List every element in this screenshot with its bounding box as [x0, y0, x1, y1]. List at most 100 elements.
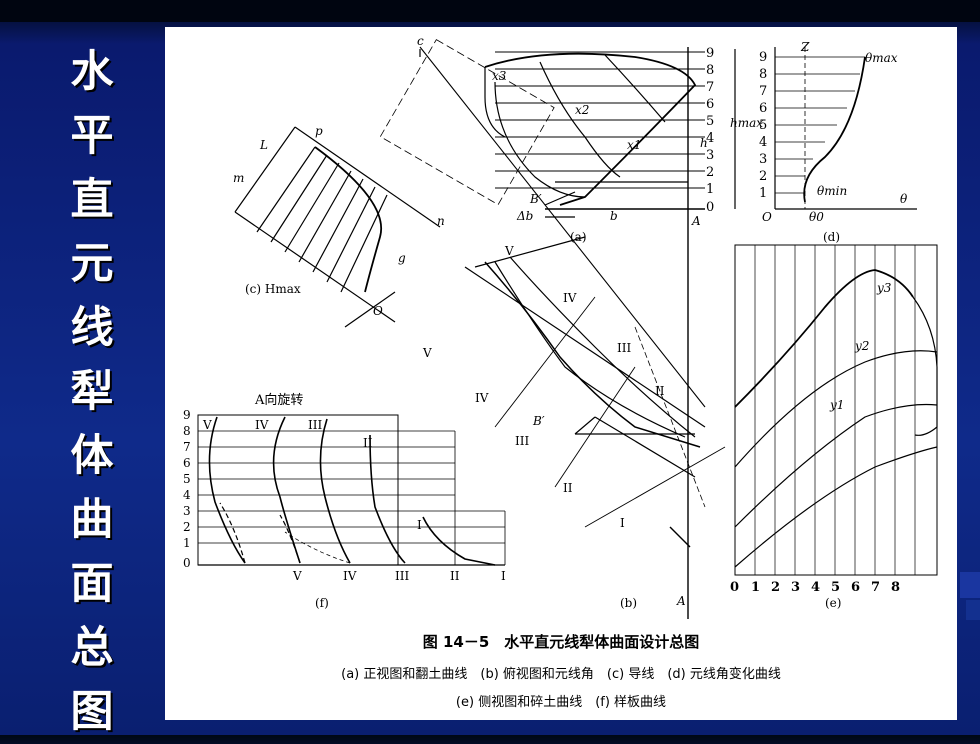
title-char: 面	[70, 559, 114, 609]
level-label: 5	[706, 114, 714, 129]
level-label: 2	[183, 520, 191, 534]
axis-tick: 7	[871, 580, 880, 595]
b-prime-label: B′	[529, 192, 542, 206]
roman-label: I	[501, 569, 506, 583]
y3-label: y3	[876, 281, 892, 295]
level-label: 8	[706, 63, 714, 78]
level-label: 5	[183, 472, 191, 486]
hmax-label: hmax	[730, 116, 763, 130]
theta-max-label: θmax	[865, 51, 898, 65]
y1-label: y1	[829, 398, 844, 412]
level-label: 6	[183, 456, 191, 470]
roman-label: IV	[343, 569, 357, 583]
figure-subcaption-2: (e) 侧视图和碎土曲线 (f) 样板曲线	[455, 695, 667, 710]
level-label: 6	[759, 101, 767, 116]
y2-label: y2	[854, 339, 869, 353]
x2-label: x2	[575, 103, 589, 117]
level-label: 5	[759, 118, 767, 133]
decorative-tab	[960, 572, 980, 598]
figure-caption: 图 14－5 水平直元线犁体曲面设计总图	[422, 633, 700, 651]
h-label: h	[700, 136, 708, 150]
plow-surface-drawing: 9 8 7 6 5 4 3 2 1 0 9 8 7 6 5 4 3 2 1 9 …	[183, 34, 938, 619]
level-label: 2	[759, 169, 767, 184]
level-label: 3	[183, 504, 191, 518]
axis-tick: 0	[730, 580, 739, 595]
roman-label: IV	[563, 291, 577, 305]
p-label: p	[315, 124, 323, 138]
axis-tick: 5	[831, 580, 840, 595]
level-label: 1	[183, 536, 191, 550]
level-label: 1	[759, 186, 767, 201]
level-label: 2	[706, 165, 714, 180]
axis-tick: 8	[891, 580, 900, 595]
axis-tick: 6	[851, 580, 860, 595]
title-char: 元	[70, 239, 114, 289]
title-char: 曲	[70, 495, 114, 545]
title-char: 图	[70, 687, 114, 737]
o-label: O	[762, 210, 772, 224]
roman-label: III	[515, 434, 529, 448]
axis-tick: 4	[811, 580, 820, 595]
level-label: 7	[706, 80, 714, 95]
roman-label: III	[308, 418, 322, 432]
slide-title-vertical: 水 平 直 元 线 犁 体 曲 面 总 图	[62, 40, 122, 744]
theta-min-label: θmin	[817, 184, 847, 198]
axis-tick: 3	[791, 580, 800, 595]
c-label: c	[417, 34, 424, 48]
panel-label-a: (a)	[570, 230, 587, 244]
b-label: b	[610, 209, 618, 223]
roman-label: V	[422, 346, 432, 360]
roman-label: II	[363, 436, 373, 450]
level-label: 4	[706, 131, 714, 146]
x1-label: x1	[627, 138, 641, 152]
panel-label-e: (e)	[825, 596, 841, 610]
decorative-tab	[966, 600, 980, 620]
figure-panel: 9 8 7 6 5 4 3 2 1 0 9 8 7 6 5 4 3 2 1 9 …	[165, 27, 957, 720]
o-label: O	[373, 304, 383, 318]
roman-label: V	[292, 569, 302, 583]
level-label: 1	[706, 182, 714, 197]
a-label: A	[676, 594, 686, 608]
panel-label-d: (d)	[823, 230, 840, 244]
level-label: 8	[759, 67, 767, 82]
roman-label: II	[655, 384, 665, 398]
title-char: 平	[70, 111, 114, 161]
l-label: L	[259, 138, 268, 152]
delta-b-label: Δb	[516, 209, 533, 223]
roman-label: V	[202, 418, 212, 432]
axis-tick: 2	[771, 580, 780, 595]
roman-label: IV	[255, 418, 269, 432]
title-char: 水	[70, 47, 114, 97]
theta-label: θ	[900, 192, 908, 206]
panel-f-title: A向旋转	[254, 392, 303, 408]
theta0-label: θ0	[809, 210, 824, 224]
title-char: 总	[70, 623, 114, 673]
level-label: 6	[706, 97, 714, 112]
level-label: 3	[706, 148, 714, 163]
axis-tick: 1	[751, 580, 760, 595]
panel-label-c: (c) Hmax	[245, 282, 301, 296]
title-char: 直	[70, 175, 114, 225]
n-label: n	[437, 214, 445, 228]
roman-label: III	[617, 341, 631, 355]
g-label: g	[398, 251, 406, 265]
top-dark-band	[0, 0, 980, 22]
roman-label: II	[563, 481, 573, 495]
panel-label-f: (f)	[315, 596, 329, 610]
level-label: 4	[183, 488, 191, 502]
level-label: 9	[759, 50, 767, 65]
level-label: 0	[183, 556, 191, 570]
z-label: Z	[800, 40, 810, 54]
figure-subcaption-1: (a) 正视图和翻土曲线 (b) 俯视图和元线角 (c) 导线 (d) 元线角变…	[341, 667, 781, 682]
b-prime-label: B′	[532, 414, 545, 428]
title-char: 线	[70, 303, 114, 353]
level-label: 4	[759, 135, 767, 150]
roman-label: V	[504, 244, 514, 258]
level-label: 3	[759, 152, 767, 167]
level-label: 8	[183, 424, 191, 438]
level-label: 9	[183, 408, 191, 422]
level-label: 0	[706, 200, 714, 215]
level-label: 7	[183, 440, 191, 454]
roman-label: I	[620, 516, 625, 530]
roman-label: I	[417, 518, 422, 532]
